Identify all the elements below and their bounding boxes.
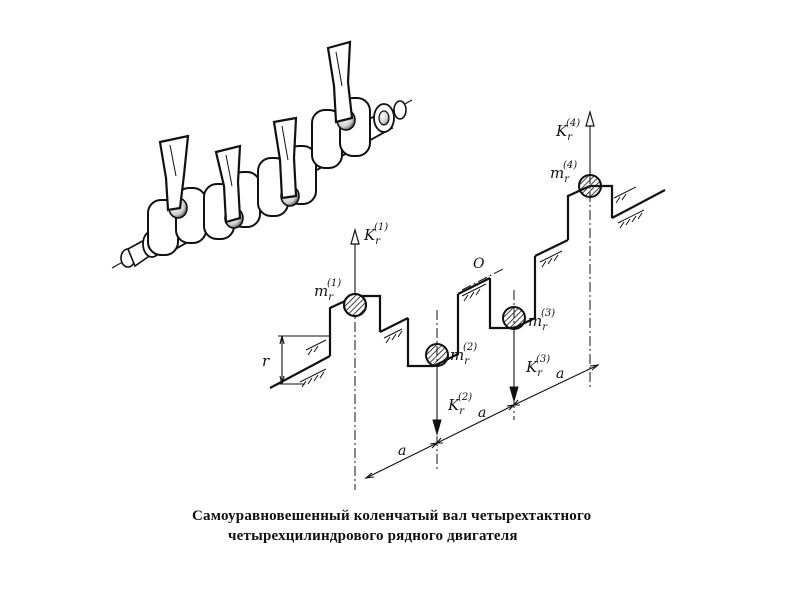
mass-1: [343, 293, 367, 317]
spacing-dimensions: [364, 364, 600, 479]
label-spacing-2: a: [478, 405, 486, 421]
mass-2: [425, 343, 449, 367]
crank-throw-4: [311, 40, 371, 169]
force-arrow-1: [350, 227, 360, 294]
bearing-supports: [299, 186, 645, 388]
force-arrow-2: [432, 366, 442, 436]
label-k4: Kr(4): [555, 118, 580, 143]
label-spacing-3: a: [556, 366, 564, 382]
crankshaft-illustration: [111, 40, 413, 269]
label-m4: mr(4): [550, 160, 577, 185]
force-arrow-4: [585, 109, 595, 175]
diagram-labels: mr(1) mr(2) mr(3) mr(4) Kr(1) Kr(2) Kr(3…: [262, 118, 580, 459]
label-m2: mr(2): [450, 342, 477, 367]
label-m1: mr(1): [314, 278, 341, 303]
label-spacing-1: a: [398, 443, 406, 459]
label-radius: r: [262, 352, 270, 370]
force-arrow-3: [509, 329, 519, 403]
label-k2: Kr(2): [447, 392, 472, 417]
crank-throw-3: [257, 116, 317, 217]
label-k1: Kr(1): [363, 222, 388, 247]
mass-4: [578, 174, 602, 198]
crank-throw-1: [147, 134, 207, 256]
label-m3: mr(3): [528, 308, 555, 333]
crank-throw-2: [203, 144, 261, 240]
crankshaft-schematic: mr(1) mr(2) mr(3) mr(4) Kr(1) Kr(2) Kr(3…: [262, 109, 666, 490]
label-k3: Kr(3): [525, 354, 550, 379]
label-origin: O: [473, 256, 485, 272]
mass-3: [502, 306, 526, 330]
shaft-rear-end: [373, 100, 407, 133]
caption-line-2: четырехцилиндрового рядного двигателя: [228, 528, 518, 544]
radius-dimension: [278, 335, 330, 385]
caption-line-1: Самоуравновешенный коленчатый вал четыре…: [192, 508, 592, 524]
